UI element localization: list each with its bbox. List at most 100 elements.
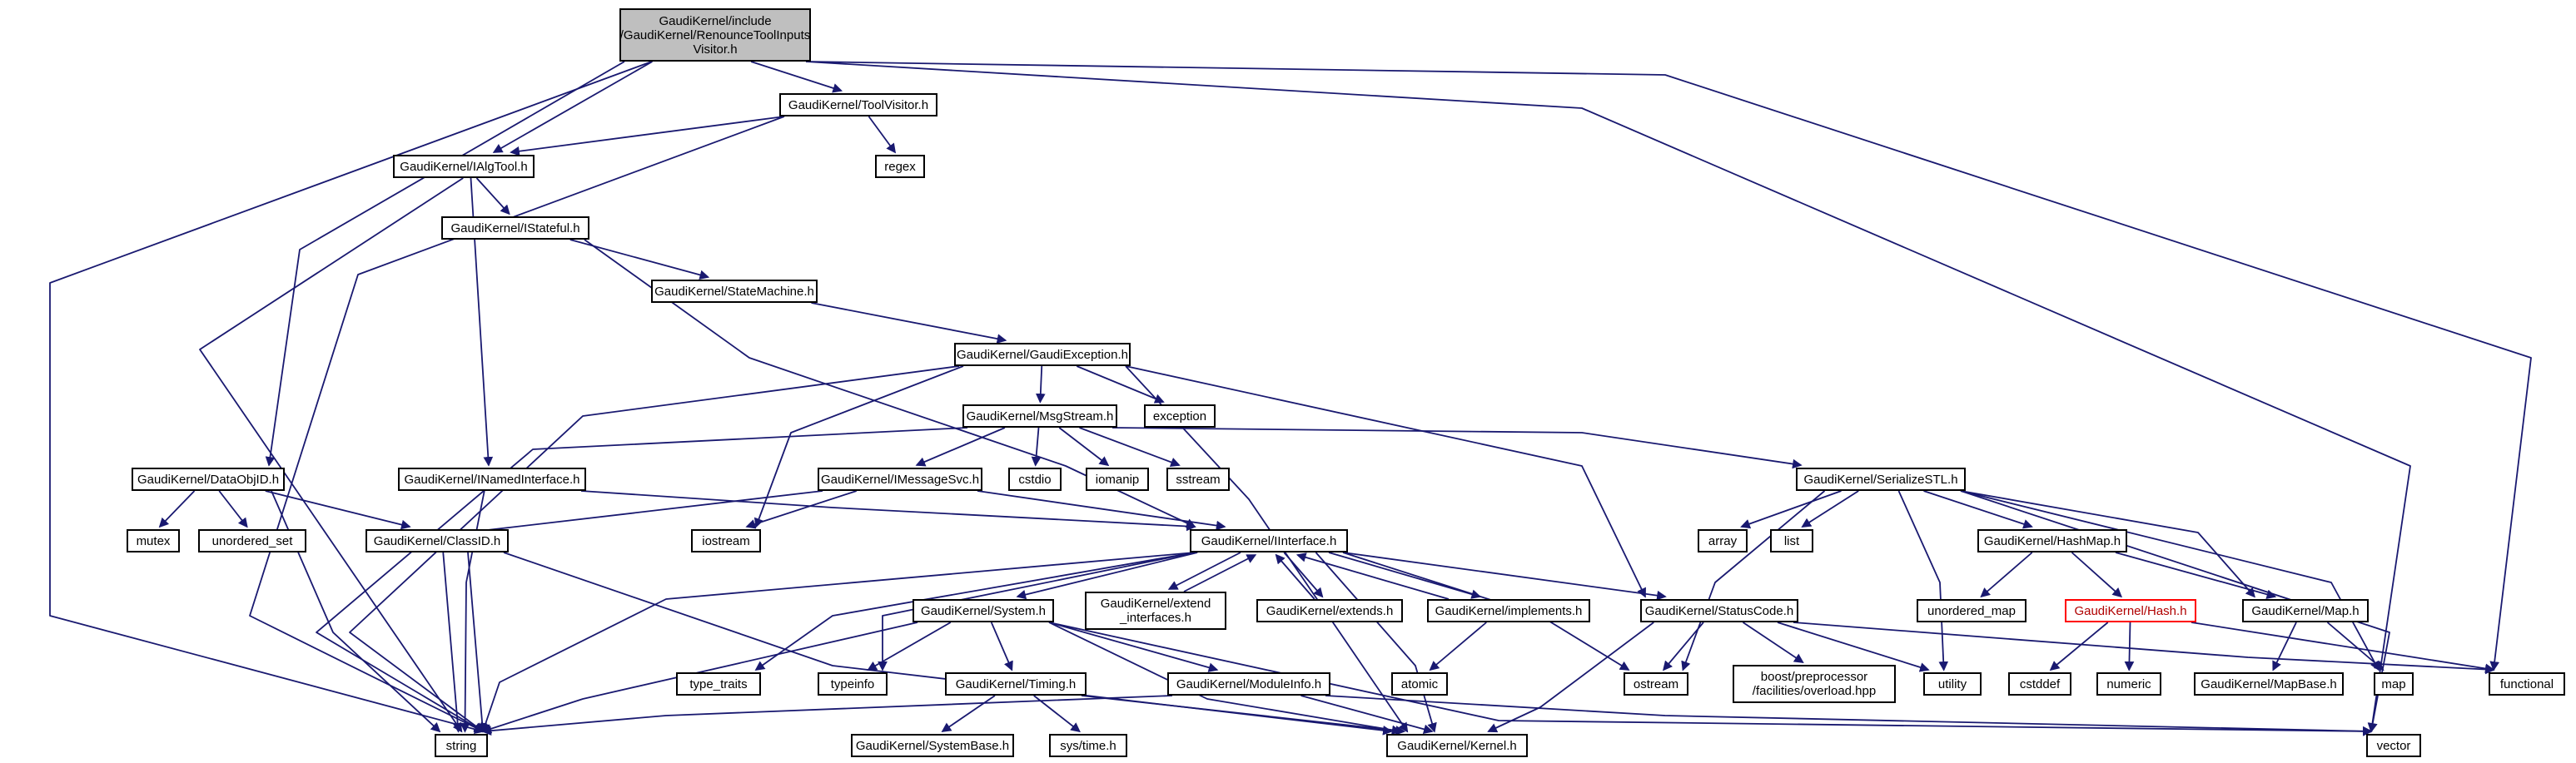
graph-node-msgstream[interactable]: GaudiKernel/MsgStream.h [962, 404, 1117, 428]
graph-node-unorderedmap: unordered_map [1917, 599, 2026, 622]
include-edge-root-to-dataobjid [265, 61, 625, 467]
include-edge-iinterface-to-extendifaces [1167, 552, 1241, 590]
graph-node-iostream: iostream [691, 529, 761, 552]
include-edge-serializestl-to-ostream [1681, 490, 1826, 671]
graph-node-root: GaudiKernel/include /GaudiKernel/Renounc… [619, 8, 811, 62]
include-edge-gaudiexception-to-exception [1076, 365, 1165, 404]
graph-node-inamediface[interactable]: GaudiKernel/INamedInterface.h [398, 468, 586, 491]
graph-node-kernel[interactable]: GaudiKernel/Kernel.h [1386, 734, 1528, 757]
include-edge-iinterface-to-implements [1328, 552, 1482, 599]
include-edge-hash-to-functional [2191, 622, 2495, 674]
graph-node-atomic: atomic [1391, 672, 1448, 696]
include-edge-gaudiexception-to-iostream [753, 365, 964, 528]
graph-node-gaudiexception[interactable]: GaudiKernel/GaudiException.h [954, 343, 1131, 366]
include-edge-dataobjid-to-mutex [158, 490, 196, 528]
graph-node-iinterface[interactable]: GaudiKernel/IInterface.h [1190, 529, 1348, 552]
include-edge-statuscode-to-boostoverload [1742, 622, 1804, 663]
include-edge-statuscode-to-kernel [1487, 622, 1654, 733]
include-edge-iinterface-to-typeinfo [878, 552, 1196, 671]
include-edge-classid-to-string [442, 552, 463, 733]
include-edge-statuscode-to-ostream [1662, 622, 1704, 671]
include-edge-moduleinfo-to-kernel [1300, 695, 1434, 735]
graph-node-mutex: mutex [127, 529, 180, 552]
graph-node-exception: exception [1144, 404, 1216, 428]
graph-node-hashmap[interactable]: GaudiKernel/HashMap.h [1977, 529, 2127, 552]
graph-node-map_std: map [2374, 672, 2414, 696]
include-edge-implements-to-iinterface [1295, 552, 1450, 600]
graph-node-statemachine[interactable]: GaudiKernel/StateMachine.h [651, 280, 818, 303]
include-edge-gaudiexception-to-statuscode [1125, 365, 1646, 598]
graph-node-boostoverload: boost/preprocessor /facilities/overload.… [1733, 665, 1896, 703]
include-edge-serializestl-to-hashmap [1923, 490, 2033, 529]
graph-node-moduleinfo[interactable]: GaudiKernel/ModuleInfo.h [1167, 672, 1330, 696]
graph-node-toolvisitor[interactable]: GaudiKernel/ToolVisitor.h [779, 93, 937, 116]
include-edge-implements-to-atomic [1429, 622, 1487, 671]
graph-node-extendifaces[interactable]: GaudiKernel/extend _interfaces.h [1085, 592, 1226, 630]
include-edge-classid-to-kernel [503, 552, 1393, 736]
graph-node-hash[interactable]: GaudiKernel/Hash.h [2065, 599, 2196, 622]
include-edge-serializestl-to-map_std [1960, 490, 2380, 671]
include-edge-map_h-to-mapbase [2272, 622, 2297, 671]
graph-node-serializestl[interactable]: GaudiKernel/SerializeSTL.h [1796, 468, 1966, 491]
include-edge-iinterface-to-statuscode [1342, 552, 1667, 601]
graph-node-functional: functional [2489, 672, 2565, 696]
graph-node-dataobjid[interactable]: GaudiKernel/DataObjID.h [132, 468, 285, 491]
include-edge-iinterface-to-kernel [1315, 552, 1437, 733]
include-edge-imessagesvc-to-iostream [745, 490, 858, 529]
graph-node-istateful[interactable]: GaudiKernel/IStateful.h [441, 216, 589, 240]
include-edge-extends-to-iinterface [1275, 553, 1315, 600]
graph-node-ostream: ostream [1624, 672, 1688, 696]
graph-node-statuscode[interactable]: GaudiKernel/StatusCode.h [1640, 599, 1798, 622]
include-edge-msgstream-to-cstdio [1031, 427, 1042, 467]
include-edge-moduleinfo-to-vector [1325, 695, 2373, 736]
include-edge-serializestl-to-map_h [1960, 490, 2255, 598]
include-edge-timing-to-systembase [941, 695, 996, 732]
include-edge-msgstream-to-imessagesvc [915, 427, 1006, 467]
include-edge-gaudiexception-to-msgstream [1035, 365, 1046, 404]
graph-node-systembase[interactable]: GaudiKernel/SystemBase.h [851, 734, 1014, 757]
include-edge-statuscode-to-utility [1777, 622, 1930, 672]
graph-node-mapbase[interactable]: GaudiKernel/MapBase.h [2194, 672, 2344, 696]
include-edge-inamediface-to-iinterface [580, 490, 1196, 532]
include-edge-msgstream-to-iomanip [1058, 427, 1110, 467]
graph-node-regex: regex [875, 155, 925, 178]
graph-node-timing[interactable]: GaudiKernel/Timing.h [945, 672, 1087, 696]
include-edge-iinterface-to-extends [1283, 552, 1324, 598]
include-edge-inamediface-to-string [460, 490, 485, 733]
include-edge-hash-to-numeric [2124, 622, 2135, 671]
include-edge-serializestl-to-array [1740, 490, 1842, 529]
include-edge-serializestl-to-list [1801, 490, 1859, 528]
include-edge-root-to-vector [805, 61, 2411, 733]
include-edge-root-to-ialgtool [492, 61, 653, 153]
graph-node-sstream: sstream [1166, 468, 1230, 491]
include-edge-hashmap-to-hash [2071, 552, 2123, 598]
include-edge-hashmap-to-unorderedmap [1980, 552, 2033, 598]
include-edge-system-to-moduleinfo [1048, 622, 1219, 672]
graph-node-numeric: numeric [2096, 672, 2161, 696]
graph-node-array: array [1698, 529, 1748, 552]
graph-node-string: string [435, 734, 488, 757]
graph-node-system[interactable]: GaudiKernel/System.h [913, 599, 1054, 622]
include-edge-toolvisitor-to-string [249, 116, 785, 732]
include-edge-iinterface-to-typetraits [754, 552, 1196, 671]
include-edge-timing-to-systime [1033, 695, 1081, 733]
include-edge-msgstream-to-sstream [1079, 427, 1181, 467]
include-edge-toolvisitor-to-ialgtool [510, 116, 785, 156]
include-edge-root-to-functional [805, 61, 2532, 671]
include-edge-istateful-to-statemachine [569, 239, 710, 280]
include-edge-moduleinfo-to-string [481, 695, 1173, 736]
include-edge-map_h-to-map_std [2326, 622, 2385, 671]
include-edge-statuscode-to-functional [1793, 622, 2495, 675]
graph-node-imessagesvc[interactable]: GaudiKernel/IMessageSvc.h [818, 468, 982, 491]
include-edge-extendifaces-to-iinterface [1183, 554, 1257, 592]
graph-node-cstdio: cstdio [1008, 468, 1062, 491]
graph-node-ialgtool[interactable]: GaudiKernel/IAlgTool.h [393, 155, 535, 178]
graph-node-systime: sys/time.h [1049, 734, 1127, 757]
include-edge-iinterface-to-string [480, 552, 1196, 733]
graph-node-implements[interactable]: GaudiKernel/implements.h [1427, 599, 1590, 622]
graph-node-classid[interactable]: GaudiKernel/ClassID.h [366, 529, 509, 552]
graph-node-typetraits: type_traits [676, 672, 761, 696]
graph-node-map_h[interactable]: GaudiKernel/Map.h [2242, 599, 2369, 622]
graph-node-extends[interactable]: GaudiKernel/extends.h [1256, 599, 1403, 622]
